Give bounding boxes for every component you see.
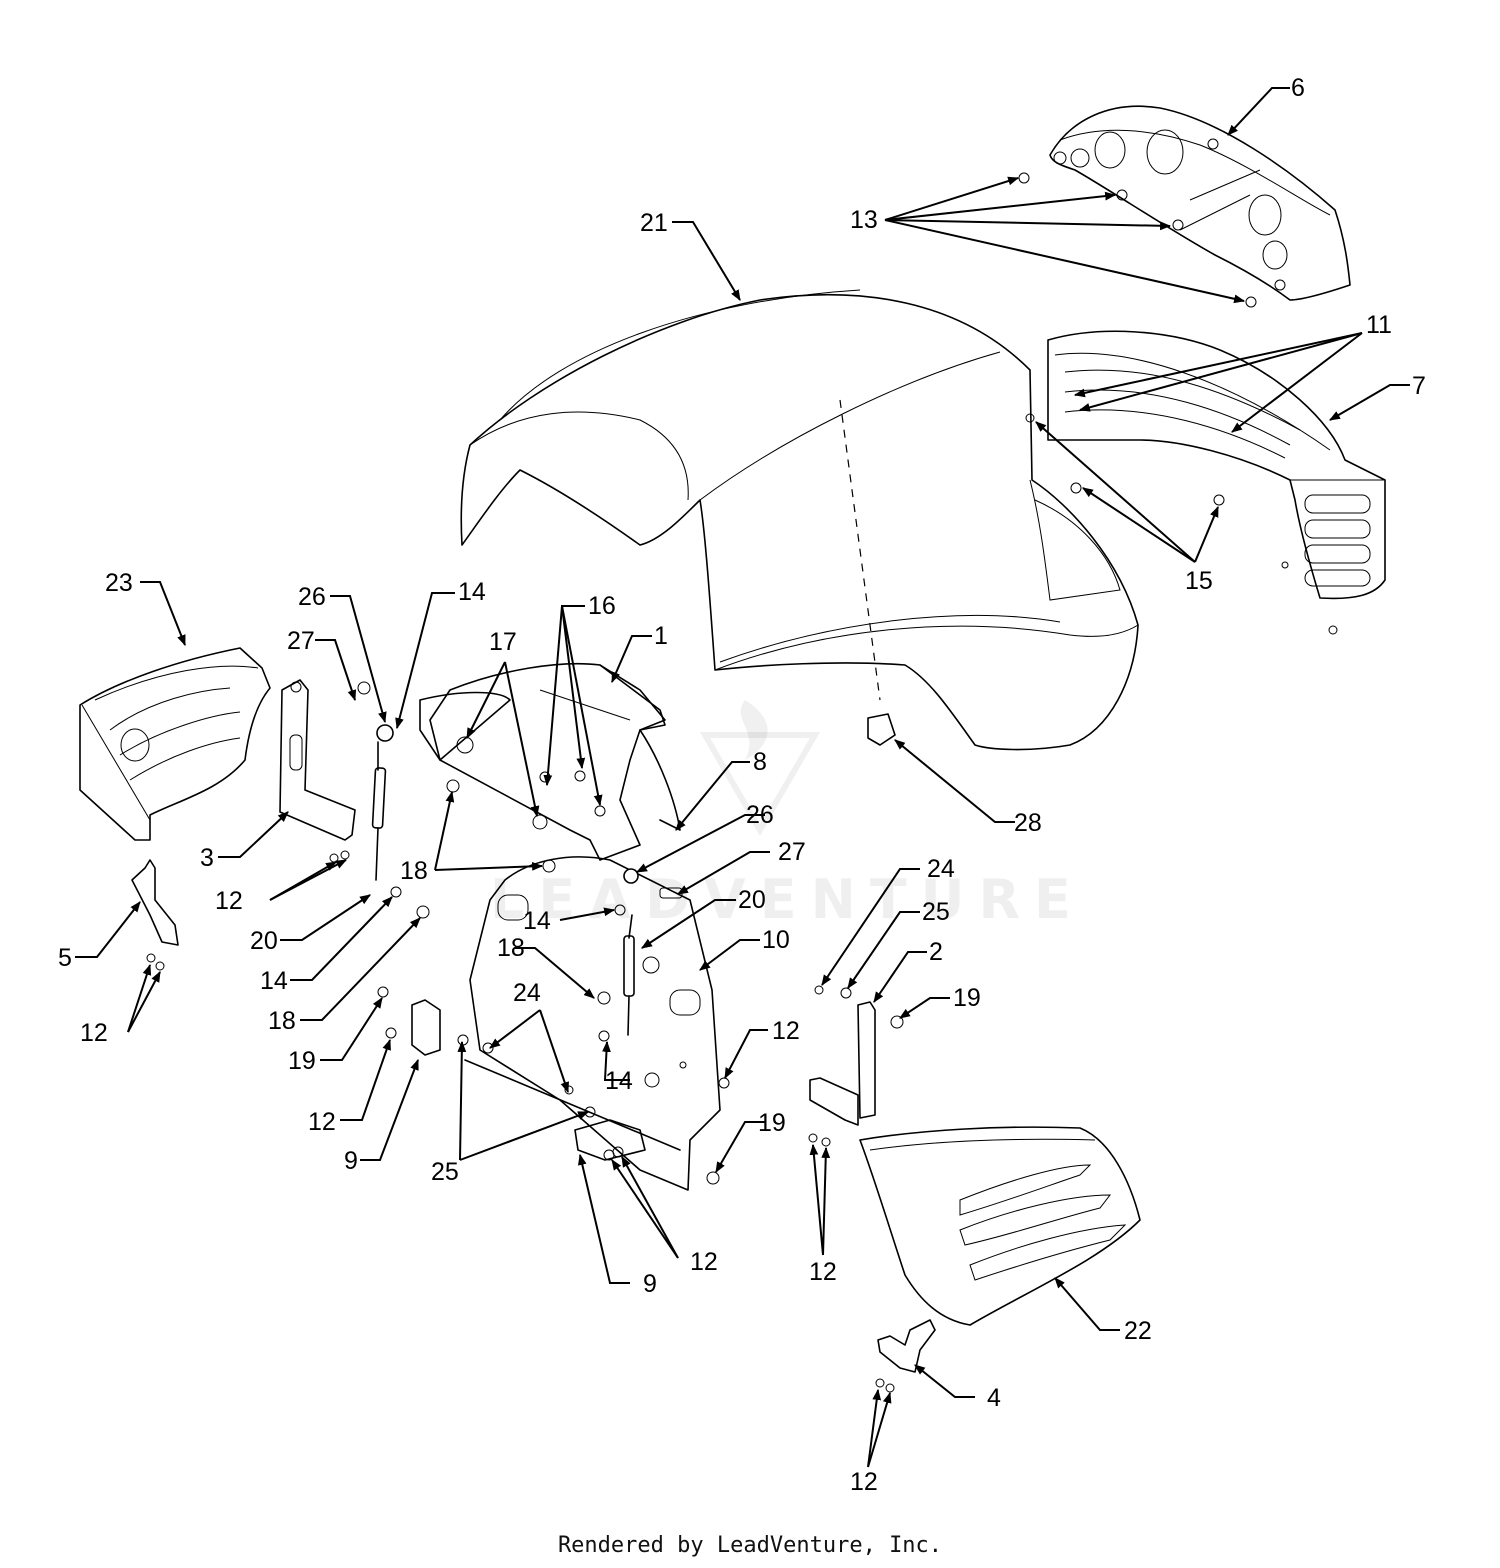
callout-14-top: 14 [458,578,486,606]
callout-24-right: 24 [927,855,955,883]
watermark: LEADVENTURE [490,700,1085,931]
callout-12-d: 12 [308,1108,336,1136]
callout-27-mid: 27 [778,838,806,866]
dash-frame-part [419,662,681,861]
bracket-part-2 [809,1001,876,1126]
callout-12-f: 12 [809,1258,837,1286]
grommet-part-28 [867,713,896,746]
callout-12-g: 12 [850,1468,878,1496]
callout-18-left: 18 [268,1007,296,1035]
gas-strut-left [371,741,387,881]
hood-part [460,289,1139,751]
callout-25-low: 25 [431,1158,459,1186]
headlight-assembly-part [1049,105,1351,301]
gas-strut-right [623,914,635,1036]
callout-14-low: 14 [605,1067,633,1095]
callout-4: 4 [987,1384,1001,1412]
callout-19-low: 19 [758,1109,786,1137]
callout-14-mid: 14 [523,907,551,935]
callout-25-right: 25 [922,898,950,926]
bracket-part-3 [279,679,356,841]
callout-6: 6 [1291,74,1305,102]
callout-10: 10 [762,926,790,954]
hinge-part-9-left [411,999,441,1056]
callout-14-left: 14 [260,967,288,995]
callout-26-top: 26 [298,583,326,611]
footer-credit: Rendered by LeadVenture, Inc. [557,1533,943,1558]
callout-7: 7 [1412,372,1426,400]
callout-24-mid: 24 [513,979,541,1007]
callout-9-left: 9 [344,1147,358,1175]
bracket-part-4 [877,1319,936,1373]
callout-labels: 6 13 21 11 7 15 23 26 27 14 16 17 1 8 26… [58,74,1426,1496]
callout-5: 5 [58,944,72,972]
left-side-panel-part [79,647,271,841]
callout-22: 22 [1124,1317,1152,1345]
right-side-panel-part [859,1126,1141,1326]
callout-8: 8 [753,748,767,776]
callout-12-a: 12 [215,887,243,915]
callout-26-mid: 26 [746,801,774,829]
callout-11: 11 [1366,311,1392,339]
latch-rod [464,1059,681,1151]
callout-12-e: 12 [690,1248,718,1276]
callout-2: 2 [929,938,943,966]
callout-1: 1 [654,622,668,650]
hinge-part-9-right [574,1119,646,1161]
callout-18-low: 18 [497,934,525,962]
callout-28: 28 [1014,809,1042,837]
callout-18-mid: 18 [400,857,428,885]
callout-13: 13 [850,206,878,234]
callout-17: 17 [489,628,517,656]
callout-12-c: 12 [772,1017,800,1045]
callout-19-right: 19 [953,984,981,1012]
callout-20-left: 20 [250,927,278,955]
bracket-part-5 [131,859,179,946]
callout-3: 3 [200,844,214,872]
callout-27-top: 27 [287,627,315,655]
callout-23: 23 [105,569,133,597]
callout-9-low: 9 [643,1270,657,1298]
callout-16: 16 [588,592,616,620]
callout-19-left: 19 [288,1047,316,1075]
watermark-text: LEADVENTURE [490,868,1085,931]
callout-15: 15 [1185,567,1213,595]
grille-part [1047,330,1386,635]
callout-21: 21 [640,209,668,237]
callout-20-mid: 20 [738,886,766,914]
callout-12-b: 12 [80,1019,108,1047]
leader-lines [75,87,1410,1468]
